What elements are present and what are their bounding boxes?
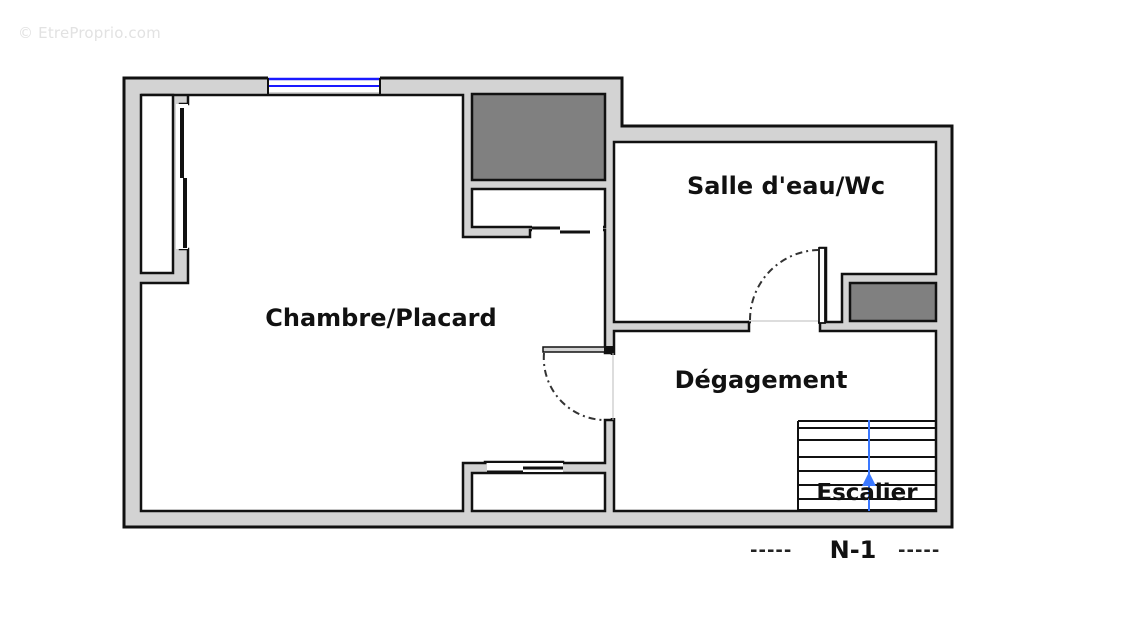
level-dashes-left: ----- (750, 540, 792, 561)
room-label-degagement: Dégagement (675, 366, 848, 394)
fixture-sde (848, 281, 938, 323)
door-gap-sde (751, 320, 818, 332)
level-dashes-right: ----- (898, 540, 940, 561)
placard-bottom (470, 471, 607, 513)
salle-eau-interior (612, 140, 938, 324)
sliding-door-bottom-placard (487, 463, 563, 474)
watermark: © EtreProprio.com (18, 24, 161, 42)
door-salle-eau (749, 247, 826, 324)
degagement-interior (612, 320, 938, 513)
walls (122, 76, 954, 529)
staircase (797, 420, 936, 511)
room-label-chambre: Chambre/Placard (265, 304, 496, 332)
fixture-top (470, 92, 607, 182)
door-chambre (542, 346, 613, 421)
stair-arrow-icon (862, 472, 876, 486)
sliding-door-left-closet (176, 104, 188, 249)
window-top (267, 76, 381, 94)
room-label-salle-eau: Salle d'eau/Wc (687, 172, 885, 200)
left-closet (139, 93, 175, 275)
room-label-escalier: Escalier (816, 480, 918, 506)
placard-top (470, 187, 607, 229)
level-label: N-1 (830, 536, 877, 564)
sliding-door-top-placard (532, 224, 603, 236)
